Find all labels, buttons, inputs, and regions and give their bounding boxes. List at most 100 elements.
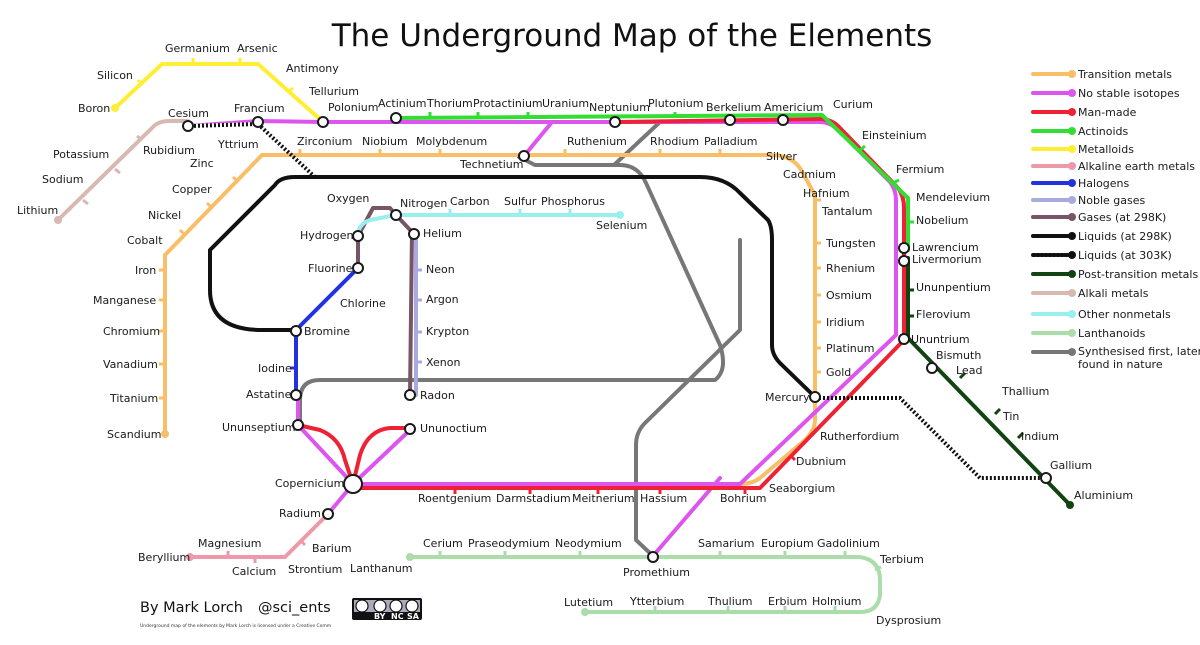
- station-tick: [114, 167, 121, 175]
- label-titanium: Titanium: [109, 392, 158, 405]
- label-rutherfordium: Rutherfordium: [820, 430, 899, 443]
- label-polonium: Polonium: [328, 101, 378, 114]
- label-hafnium: Hafnium: [803, 187, 850, 200]
- station-tick: [178, 228, 187, 237]
- station-lawrencium[interactable]: [898, 242, 910, 254]
- label-hydrogen: Hydrogen: [300, 229, 354, 242]
- station-technetium[interactable]: [518, 150, 530, 162]
- label-calcium: Calcium: [232, 565, 276, 578]
- station-radium[interactable]: [322, 508, 334, 520]
- station-americium[interactable]: [777, 114, 789, 126]
- label-uranium: Uranium: [542, 97, 589, 110]
- line-synthesised-2: [634, 238, 742, 558]
- terminus-aluminium[interactable]: [1066, 501, 1074, 509]
- label-curium: Curium: [833, 98, 873, 111]
- station-astatine[interactable]: [290, 389, 302, 401]
- legend-dot: [1068, 348, 1076, 356]
- label-darmstadium: Darmstadium: [496, 492, 571, 505]
- terminus-lithium[interactable]: [54, 216, 62, 224]
- label-mendelevium: Mendelevium: [916, 191, 990, 204]
- label-promethium: Promethium: [623, 566, 690, 579]
- twitter-handle[interactable]: @sci_ents: [258, 600, 331, 616]
- label-oxygen: Oxygen: [327, 192, 369, 205]
- station-tick: [82, 198, 89, 206]
- label-potassium: Potassium: [53, 148, 109, 161]
- station-ununseptium[interactable]: [292, 419, 304, 431]
- label-zinc: Zinc: [190, 157, 214, 170]
- label-livermorium: Livermorium: [912, 253, 982, 266]
- station-francium[interactable]: [252, 116, 264, 128]
- label-copper: Copper: [172, 183, 212, 196]
- station-ununtrium[interactable]: [898, 333, 910, 345]
- station-actinium[interactable]: [390, 112, 402, 124]
- legend-label: Noble gases: [1078, 194, 1145, 207]
- station-bismuth[interactable]: [926, 362, 938, 374]
- line-synthesised: [298, 155, 726, 422]
- legend-dot: [1068, 196, 1076, 204]
- label-chlorine: Chlorine: [340, 297, 386, 310]
- station-neptunium[interactable]: [609, 116, 621, 128]
- label-carbon: Carbon: [450, 195, 490, 208]
- station-promethium[interactable]: [647, 551, 659, 563]
- label-erbium: Erbium: [768, 595, 807, 608]
- station-helium[interactable]: [408, 228, 420, 240]
- cc-license-badge[interactable]: BY NC SA: [352, 598, 422, 621]
- line-lanthanoids: [408, 555, 882, 614]
- station-mercury[interactable]: [809, 391, 821, 403]
- label-lead: Lead: [956, 364, 982, 377]
- label-roentgenium: Roentgenium: [418, 492, 491, 505]
- station-polonium[interactable]: [317, 116, 329, 128]
- label-cobalt: Cobalt: [127, 234, 163, 247]
- line-no-stable-2: [522, 120, 554, 158]
- terminus-lutetium[interactable]: [581, 608, 589, 616]
- label-mercury: Mercury: [765, 391, 810, 404]
- terminus-lanthanum[interactable]: [406, 553, 414, 561]
- label-gold: Gold: [826, 366, 851, 379]
- label-germanium: Germanium: [165, 42, 230, 55]
- label-niobium: Niobium: [362, 135, 408, 148]
- station-fluorine[interactable]: [352, 262, 364, 274]
- legend-item-man-made: Man-made: [1031, 106, 1137, 119]
- station-radon[interactable]: [404, 389, 416, 401]
- station-tick: [859, 144, 866, 152]
- interchange-stations: [54, 104, 1074, 616]
- label-radon: Radon: [420, 389, 455, 402]
- terminus-scandium[interactable]: [161, 430, 169, 438]
- legend-dot: [1068, 162, 1076, 170]
- station-ununoctium[interactable]: [404, 423, 416, 435]
- station-cesium[interactable]: [182, 120, 194, 132]
- legend-label: Liquids (at 298K): [1078, 230, 1172, 243]
- line-alkaline-earth: [188, 512, 330, 559]
- station-nitrogen[interactable]: [390, 209, 402, 221]
- label-bohrium: Bohrium: [720, 492, 767, 505]
- label-indium: Indium: [1021, 430, 1059, 443]
- label-lithium: Lithium: [17, 204, 58, 217]
- station-tick: [892, 178, 900, 185]
- station-gallium[interactable]: [1040, 472, 1052, 484]
- terminus-selenium[interactable]: [616, 211, 624, 219]
- label-flerovium: Flerovium: [916, 308, 970, 321]
- line-post-transition: [906, 256, 1072, 507]
- station-bromine[interactable]: [290, 325, 302, 337]
- label-rubidium: Rubidium: [143, 144, 195, 157]
- station-livermorium[interactable]: [898, 255, 910, 267]
- station-copernicium[interactable]: [343, 474, 363, 494]
- legend-dot: [1068, 289, 1076, 297]
- terminus-boron[interactable]: [111, 104, 119, 112]
- station-tick: [874, 565, 882, 572]
- line-metalloids: [113, 62, 325, 124]
- by-icon: [373, 599, 387, 613]
- label-berkelium: Berkelium: [706, 101, 761, 114]
- label-thulium: Thulium: [707, 595, 752, 608]
- label-zirconium: Zirconium: [297, 135, 352, 148]
- terminus-beryllium[interactable]: [186, 553, 194, 561]
- cc-icon: [355, 599, 369, 613]
- label-thallium: Thallium: [1001, 385, 1049, 398]
- label-xenon: Xenon: [426, 356, 461, 369]
- station-hydrogen[interactable]: [352, 230, 364, 242]
- label-lanthanum: Lanthanum: [350, 562, 413, 575]
- label-fermium: Fermium: [896, 163, 944, 176]
- station-berkelium[interactable]: [724, 114, 736, 126]
